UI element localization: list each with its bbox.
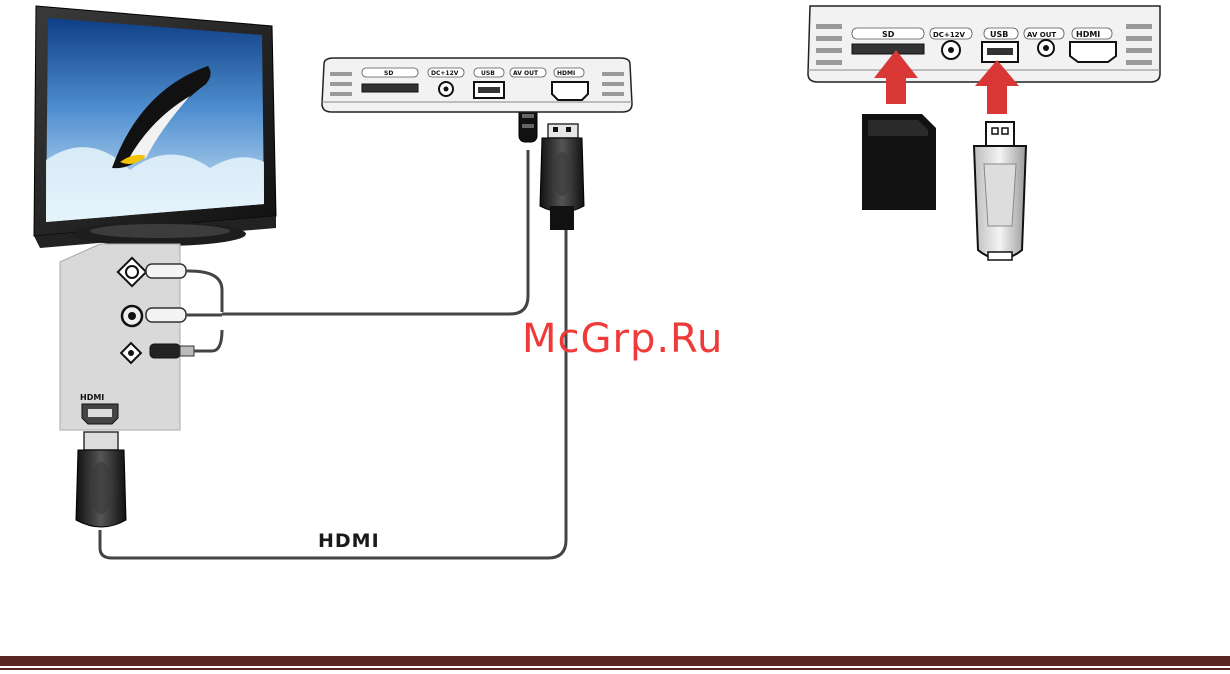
player2-port-dc-label: DC+12V [933, 31, 966, 39]
hdmi-cable-label: HDMI [318, 530, 380, 552]
hdmi-plug-icon [76, 432, 126, 527]
player2-port-sd-label: SD [882, 30, 895, 39]
player-port-usb-label: USB [481, 70, 495, 77]
tv-icon [34, 6, 276, 248]
player2-port-av-label: AV OUT [1027, 31, 1056, 39]
player2-port-hdmi-label: HDMI [1076, 30, 1100, 39]
player-port-dc-label: DC+12V [431, 70, 459, 77]
player2-port-usb-label: USB [990, 30, 1008, 39]
sd-card-icon [862, 114, 936, 210]
rca-plug-icon [146, 264, 194, 358]
usb-stick-icon [974, 122, 1026, 260]
tv-connector-panel: HDMI [60, 244, 194, 430]
player-port-sd-label: SD [384, 70, 393, 77]
watermark-text: McGrp.Ru [522, 316, 723, 362]
player-port-hdmi-label: HDMI [557, 70, 575, 77]
player-port-av-label: AV OUT [513, 70, 539, 77]
tv-hdmi-port-label: HDMI [80, 393, 104, 402]
hdmi-port-icon [82, 404, 118, 424]
footer-line [0, 668, 1230, 670]
media-player-icon: SD DC+12V USB AV OUT HDMI [808, 6, 1160, 82]
hdmi-plug-icon [540, 124, 584, 230]
footer-bar [0, 656, 1230, 666]
rca-jack-red-icon [122, 306, 142, 326]
media-player-icon: SD DC+12V USB AV OUT HDMI [322, 58, 632, 112]
